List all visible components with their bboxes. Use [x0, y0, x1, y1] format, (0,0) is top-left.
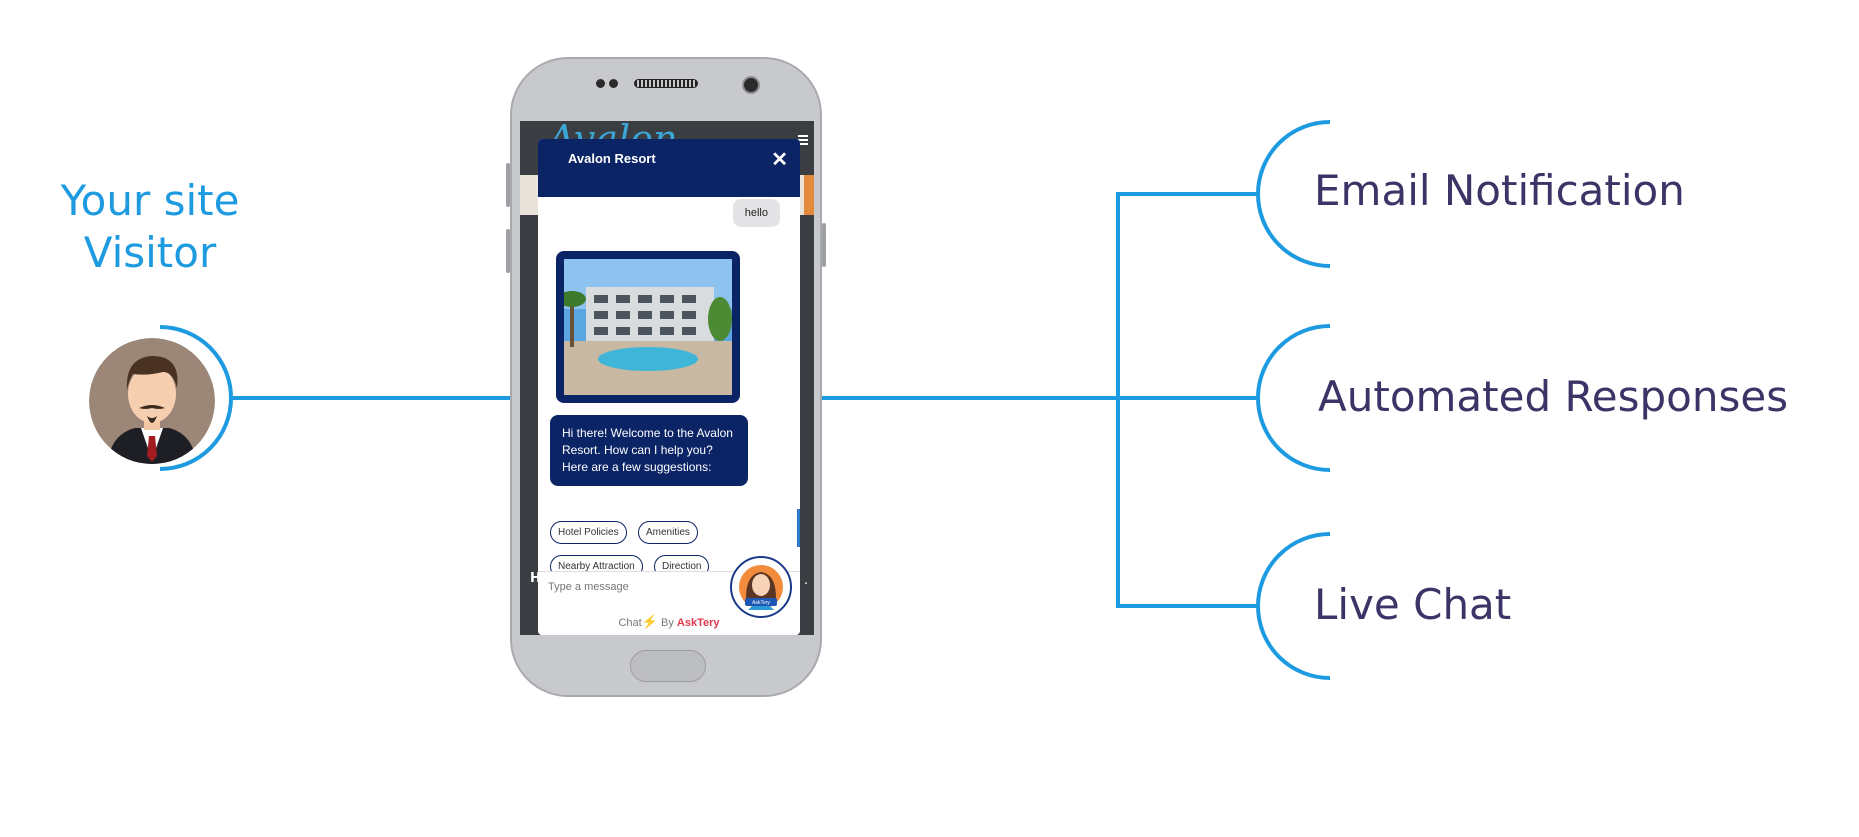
chat-widget: Avalon Resort ✕ hello — [538, 139, 800, 635]
phone-home-button — [630, 650, 706, 682]
bot-message: Hi there! Welcome to the Avalon Resort. … — [550, 415, 748, 486]
suggestion-chip-hotel-policies[interactable]: Hotel Policies — [550, 521, 627, 544]
message-input[interactable] — [546, 580, 710, 594]
hotel-photo-card — [556, 251, 740, 403]
phone-volume-button — [506, 229, 510, 273]
phone-sensor-dot — [596, 79, 605, 88]
chat-header: Avalon Resort ✕ — [538, 139, 800, 197]
phone-volume-button — [506, 163, 510, 207]
powered-by-text: By — [660, 617, 674, 629]
chatbot-avatar-icon[interactable]: AskTery — [730, 556, 792, 618]
powered-prefix: Chat — [618, 617, 642, 629]
visitor-label: Your site Visitor — [40, 175, 260, 279]
visitor-label-line1: Your site — [60, 176, 240, 225]
chat-scrollbar[interactable] — [797, 509, 800, 547]
phone-speaker — [634, 79, 698, 88]
chat-title: Avalon Resort — [568, 151, 656, 166]
site-footer-text: . — [803, 573, 808, 588]
phone-camera-icon — [742, 76, 760, 94]
site-footer-text: H — [530, 571, 541, 586]
phone-sensor-dot — [609, 79, 618, 88]
person-avatar-icon — [89, 338, 215, 464]
site-banner-accent — [804, 175, 814, 215]
hotel-pool-image — [564, 259, 732, 395]
automated-bracket-arc — [1256, 324, 1331, 472]
phone-screen: Avalon H . Avalon Resort ✕ hello — [520, 121, 814, 635]
chatbot-avatar-image: AskTery — [739, 565, 783, 610]
powered-brand[interactable]: AskTery — [676, 617, 720, 629]
close-icon[interactable]: ✕ — [771, 149, 788, 171]
email-bracket-arc — [1256, 120, 1331, 268]
bolt-icon: ⚡ — [641, 614, 658, 629]
powered-by-footer: Chat⚡ By AskTery — [538, 609, 800, 635]
site-menu-icon[interactable] — [798, 135, 808, 137]
branch-label-automated-responses: Automated Responses — [1318, 372, 1789, 421]
livechat-bracket-arc — [1256, 532, 1331, 680]
branch-label-live-chat: Live Chat — [1314, 580, 1512, 629]
chatbot-avatar-text: AskTery — [752, 600, 770, 606]
user-message: hello — [732, 199, 780, 227]
visitor-label-line2: Visitor — [83, 228, 217, 277]
phone-power-button — [822, 223, 826, 267]
suggestion-chip-amenities[interactable]: Amenities — [638, 521, 698, 544]
phone-mockup: Avalon H . Avalon Resort ✕ hello — [506, 57, 826, 697]
branch-label-email-notification: Email Notification — [1314, 166, 1685, 215]
